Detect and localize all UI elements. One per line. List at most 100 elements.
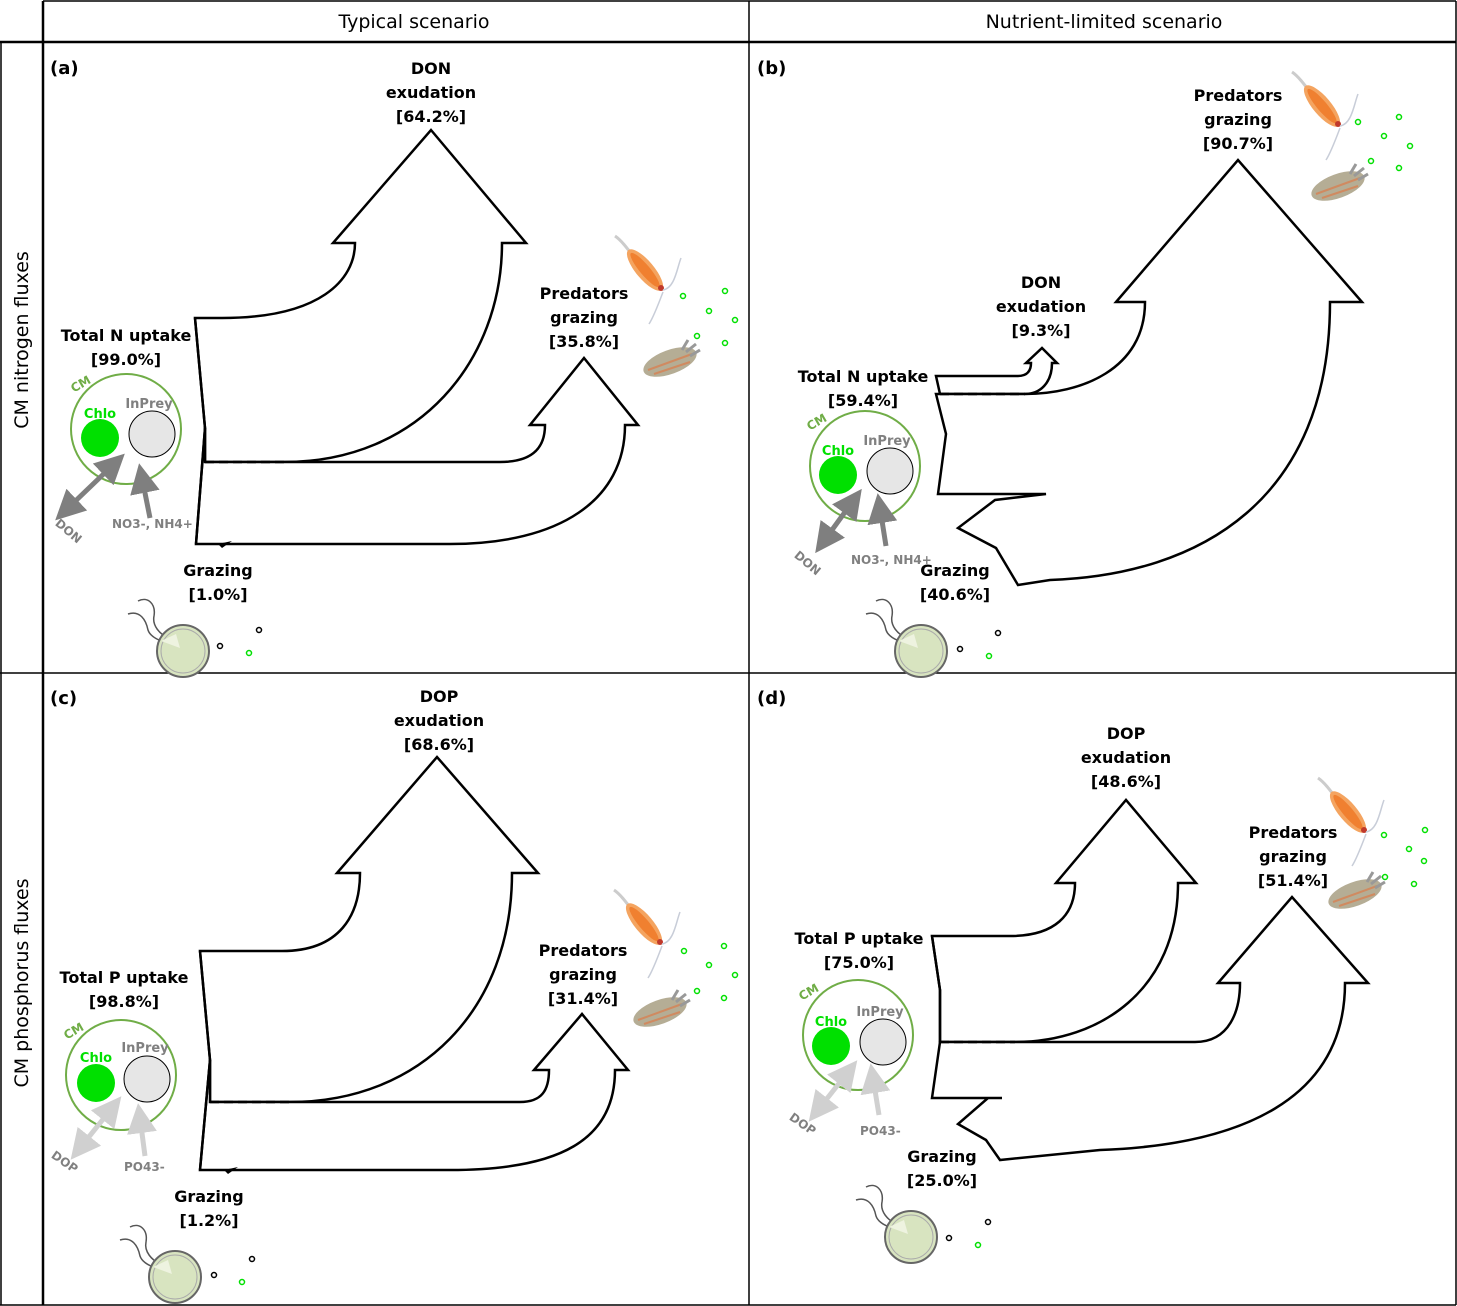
exudation-label-line2: exudation <box>386 83 476 102</box>
ciliate-icon <box>127 598 210 678</box>
nutrient-dots <box>945 826 1429 1249</box>
copepod-icon <box>1316 776 1386 868</box>
panel-d: (d) DOP exudation [48.6%] Predators graz… <box>757 688 1429 1264</box>
exudation-value: [48.6%] <box>1091 772 1161 791</box>
exudation-label-line2: exudation <box>996 297 1086 316</box>
grazing-value: [40.6%] <box>920 585 990 604</box>
grazing-value: [1.2%] <box>180 1211 239 1230</box>
grazing-label: Grazing <box>907 1147 976 1166</box>
flux-arrow-predators <box>198 1012 631 1172</box>
column-header-nutrient-limited: Nutrient-limited scenario <box>986 11 1223 33</box>
grazing-value: [25.0%] <box>907 1171 977 1190</box>
cm-label: CM <box>61 1020 86 1042</box>
predators-value: [31.4%] <box>548 989 618 1008</box>
uptake-value: [59.4%] <box>828 391 898 410</box>
uptake-arrow-icon <box>127 1103 157 1157</box>
chlo-label: Chlo <box>84 407 116 422</box>
predators-label-line2: grazing <box>1204 110 1272 129</box>
cm-cell-diagram: CM Chlo InPrey DOP PO43- <box>49 1019 177 1176</box>
copepod-icon <box>1290 70 1360 162</box>
exudation-value: [64.2%] <box>396 107 466 126</box>
inprey-icon <box>123 1055 171 1103</box>
inprey-label: InPrey <box>856 1005 904 1020</box>
predators-label-line2: grazing <box>549 965 617 984</box>
exudation-value: [9.3%] <box>1012 321 1071 340</box>
exudation-label: DON <box>411 59 451 78</box>
ciliate-icon <box>855 1184 938 1264</box>
panel-label: (b) <box>757 58 786 79</box>
cm-label: CM <box>796 981 821 1003</box>
panel-label: (d) <box>757 688 786 709</box>
inorganic-nutrient-label: PO43- <box>860 1124 901 1138</box>
flux-arrow-exudation <box>193 128 529 464</box>
inprey-icon <box>859 1018 907 1066</box>
chlo-label: Chlo <box>815 1015 847 1030</box>
predators-label: Predators <box>540 284 629 303</box>
uptake-label: Total P uptake <box>795 929 924 948</box>
flux-arrow-exudation <box>934 346 1061 396</box>
uptake-value: [75.0%] <box>824 953 894 972</box>
inprey-icon <box>128 410 176 458</box>
inorganic-nutrient-label: NO3-, NH4+ <box>851 553 932 567</box>
dissolved-organic-label: DOP <box>787 1110 819 1138</box>
ciliate-icon <box>865 598 948 678</box>
exchange-arrow-icon <box>815 488 862 554</box>
snail-icon <box>1306 162 1370 209</box>
uptake-arrow-icon <box>860 1063 891 1116</box>
dissolved-organic-label: DON <box>52 516 84 546</box>
nutrient-dots <box>210 942 739 1286</box>
cm-cell-diagram: CM Chlo InPrey DOP PO43- <box>787 979 914 1138</box>
exudation-value: [68.6%] <box>404 735 474 754</box>
cm-label: CM <box>804 411 829 433</box>
inorganic-nutrient-label: PO43- <box>124 1160 165 1174</box>
dissolved-organic-label: DOP <box>49 1148 81 1176</box>
exudation-label-line2: exudation <box>394 711 484 730</box>
column-header-typical: Typical scenario <box>337 11 489 33</box>
grazing-label: Grazing <box>183 561 252 580</box>
uptake-label: Total N uptake <box>61 326 192 345</box>
snail-icon <box>1323 870 1387 917</box>
predators-value: [35.8%] <box>549 332 619 351</box>
uptake-value: [98.8%] <box>89 992 159 1011</box>
predators-label-line2: grazing <box>1259 847 1327 866</box>
inorganic-nutrient-label: NO3-, NH4+ <box>112 517 193 531</box>
panel-b: (b) DON exudation [9.3%] Predators grazi… <box>757 58 1414 678</box>
exudation-label: DON <box>1021 273 1061 292</box>
row-label-phosphorus: CM phosphorus fluxes <box>11 878 33 1087</box>
row-label-nitrogen: CM nitrogen fluxes <box>11 251 33 429</box>
chlo-label: Chlo <box>822 444 854 459</box>
panel-c: (c) DOP exudation [68.6%] Predators graz… <box>49 687 739 1304</box>
panel-label: (c) <box>50 688 77 709</box>
inprey-label: InPrey <box>863 434 911 449</box>
panel-label: (a) <box>50 58 79 79</box>
exchange-arrow-icon <box>808 1060 858 1122</box>
nutrient-dots <box>216 287 739 657</box>
uptake-arrow-icon <box>867 493 898 547</box>
uptake-arrow-icon <box>130 463 160 519</box>
grazing-label: Grazing <box>920 561 989 580</box>
predators-value: [90.7%] <box>1203 134 1273 153</box>
exchange-arrow-icon <box>55 453 125 521</box>
predators-label: Predators <box>539 941 628 960</box>
exudation-label: DOP <box>420 687 459 706</box>
exchange-arrow-icon <box>70 1096 122 1160</box>
inprey-label: InPrey <box>125 397 173 412</box>
copepod-icon <box>613 234 683 326</box>
flux-arrow-predators <box>934 158 1365 587</box>
nutrient-dots <box>956 113 1414 660</box>
grazing-value: [1.0%] <box>189 585 248 604</box>
chlo-label: Chlo <box>80 1051 112 1066</box>
predators-value: [51.4%] <box>1258 871 1328 890</box>
exudation-label: DOP <box>1107 724 1146 743</box>
inprey-label: InPrey <box>121 1041 169 1056</box>
inprey-icon <box>866 447 914 495</box>
uptake-value: [99.0%] <box>91 350 161 369</box>
panel-a: (a) DON exudation [64.2%] Predators graz… <box>50 58 739 678</box>
cm-label: CM <box>68 373 93 395</box>
snail-icon <box>638 338 702 385</box>
predators-label: Predators <box>1194 86 1283 105</box>
chloroplast-icon <box>77 1064 115 1102</box>
chloroplast-icon <box>819 456 857 494</box>
